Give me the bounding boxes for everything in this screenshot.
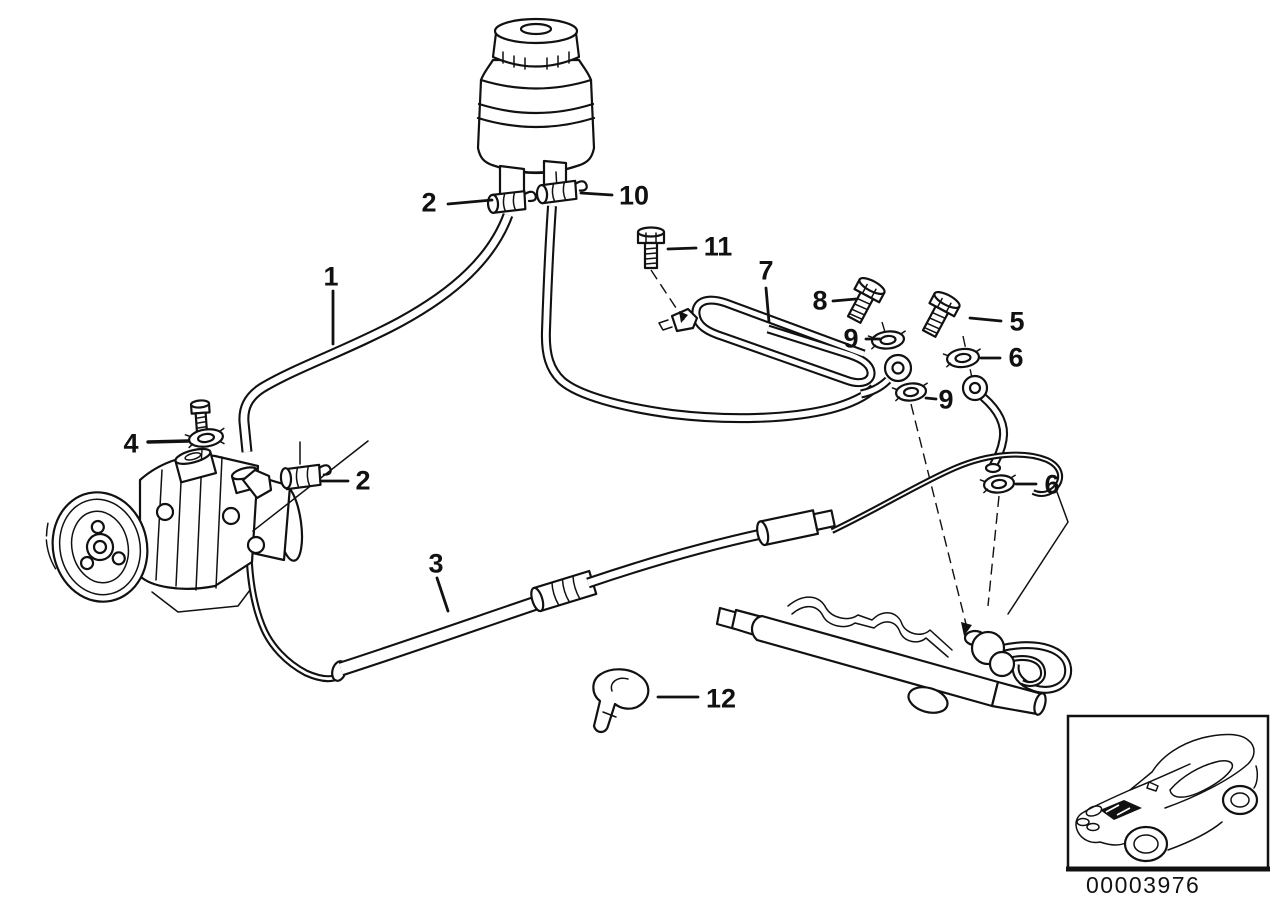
hose-clamp-2-top <box>486 190 537 214</box>
diagram-part-number: 00003976 <box>1086 872 1201 898</box>
oil-reservoir <box>476 17 596 203</box>
banjo-fitting-cooler <box>860 353 913 399</box>
location-marker <box>1100 800 1142 820</box>
washer-9-lower <box>891 382 928 402</box>
power-steering-pump <box>45 447 304 613</box>
bolt-4-banjo <box>189 399 211 434</box>
washer-6-upper <box>942 347 981 369</box>
callout-leaders <box>146 191 1038 699</box>
banjo-fitting-rack-pipe <box>961 374 1009 474</box>
hose-clamp-10 <box>535 179 588 205</box>
washer-9-upper <box>867 330 906 350</box>
pump-pulley <box>45 491 149 603</box>
callout-4: 4 <box>123 428 139 459</box>
callout-10: 10 <box>618 180 650 211</box>
oil-cooler-coil <box>658 295 876 388</box>
bolt-8 <box>846 276 886 324</box>
callout-9-upper: 9 <box>843 323 859 354</box>
pipe-clip-12 <box>592 668 650 734</box>
car-location-inset <box>1066 714 1270 872</box>
suction-hose-1 <box>238 213 514 453</box>
steering-rack <box>715 596 1073 716</box>
callout-6-upper: 6 <box>1008 342 1024 373</box>
cooler-bracket <box>670 307 699 333</box>
callout-7: 7 <box>758 255 774 286</box>
callout-2-pump: 2 <box>355 465 371 496</box>
callout-3: 3 <box>428 548 444 579</box>
pump-rear-elbow <box>241 468 273 500</box>
callout-11: 11 <box>703 231 733 262</box>
rack-valve-unit <box>963 629 1073 694</box>
car-outline <box>1075 733 1259 863</box>
bolt-11 <box>636 226 666 270</box>
hose-clamp-2-pump <box>279 463 332 491</box>
callout-2-top: 2 <box>421 187 437 218</box>
washer-4 <box>184 427 225 449</box>
callout-5: 5 <box>1009 306 1025 337</box>
callout-6-lower: 6 <box>1044 469 1060 500</box>
callout-12: 12 <box>705 683 737 714</box>
callout-9-lower: 9 <box>938 384 954 415</box>
callout-1: 1 <box>323 261 339 292</box>
return-hose <box>540 205 878 424</box>
washer-6-lower <box>979 474 1016 494</box>
callout-8: 8 <box>812 285 828 316</box>
bolt-5 <box>921 290 961 338</box>
